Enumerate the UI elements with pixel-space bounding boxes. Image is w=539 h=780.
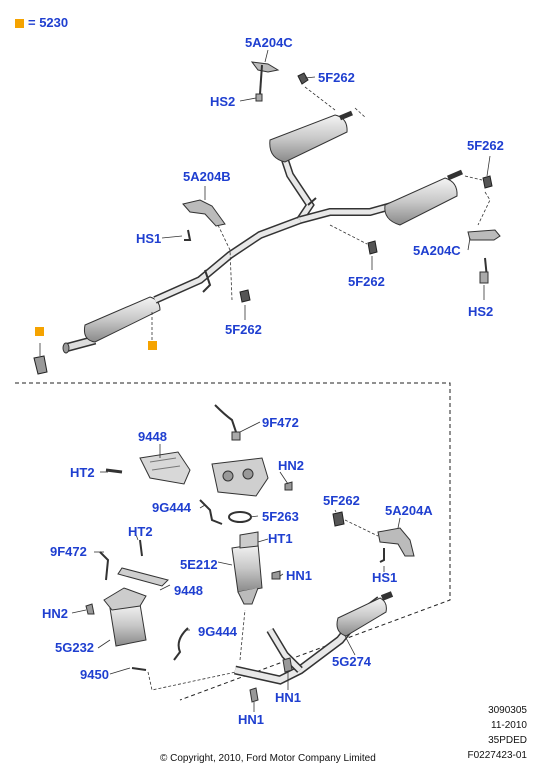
rear-exhaust-assembly [62,110,463,354]
bracket-5a204c-top [250,61,280,102]
label-5a204b[interactable]: 5A204B [183,169,231,184]
label-9g444-low[interactable]: 9G444 [198,624,238,639]
highlight-marker-resonator [148,341,157,350]
label-ht1[interactable]: HT1 [268,531,293,546]
label-9g444-top[interactable]: 9G444 [152,500,192,515]
label-5f262-lower[interactable]: 5F262 [225,322,262,337]
label-hn1-mid[interactable]: HN1 [286,568,313,583]
label-5f262-right[interactable]: 5F262 [467,138,504,153]
label-hn1-bottom[interactable]: HN1 [238,712,265,727]
code-1: 3090305 [488,705,527,716]
label-hs2-right[interactable]: HS2 [468,304,494,319]
label-5a204c-top[interactable]: 5A204C [245,35,293,50]
code-4: F0227423-01 [467,750,528,761]
label-hs1-left[interactable]: HS1 [136,231,162,246]
label-5g274[interactable]: 5G274 [332,654,372,669]
label-5f263[interactable]: 5F263 [262,509,299,524]
clamp-front [33,355,48,375]
label-5a204a[interactable]: 5A204A [385,503,433,518]
highlight-marker-clamp [35,327,44,336]
copyright: © Copyright, 2010, Ford Motor Company Li… [160,753,376,764]
insulator-5f262-lower [367,240,378,255]
legend-marker [15,19,24,28]
label-5f262-mid[interactable]: 5F262 [348,274,385,289]
label-hs1-low[interactable]: HS1 [372,570,398,585]
label-9448-top[interactable]: 9448 [138,429,167,444]
code-2: 11-2010 [491,720,527,731]
label-hn1-low[interactable]: HN1 [275,690,302,705]
label-9450[interactable]: 9450 [80,667,109,682]
label-ht2-top[interactable]: HT2 [70,465,95,480]
label-ht2-mid[interactable]: HT2 [128,524,153,539]
label-hn2-left[interactable]: HN2 [42,606,69,621]
leader-lines-lower [71,421,401,712]
leader-lines-upper [39,49,491,356]
insulator-5f262-top [297,72,309,85]
section-divider [15,382,451,701]
label-5f262-low[interactable]: 5F262 [323,493,360,508]
front-exhaust-assembly [85,404,415,703]
label-hs2-top[interactable]: HS2 [210,94,236,109]
label-hn2-top[interactable]: HN2 [278,458,305,473]
bracket-5a204b [182,199,226,241]
legend-text: = 5230 [28,15,69,30]
label-9f472-left[interactable]: 9F472 [50,544,87,559]
insulator-5f262-right [482,175,493,189]
code-3: 35PDED [488,735,527,746]
label-9448-mid[interactable]: 9448 [174,583,203,598]
label-5g232[interactable]: 5G232 [55,640,95,655]
bracket-5a204c-right [467,229,501,284]
label-5f262-top[interactable]: 5F262 [318,70,355,85]
label-9f472-top[interactable]: 9F472 [262,415,299,430]
insulator-5f262-mid [239,289,251,303]
label-5a204c-right[interactable]: 5A204C [413,243,461,258]
label-5e212[interactable]: 5E212 [180,557,218,572]
